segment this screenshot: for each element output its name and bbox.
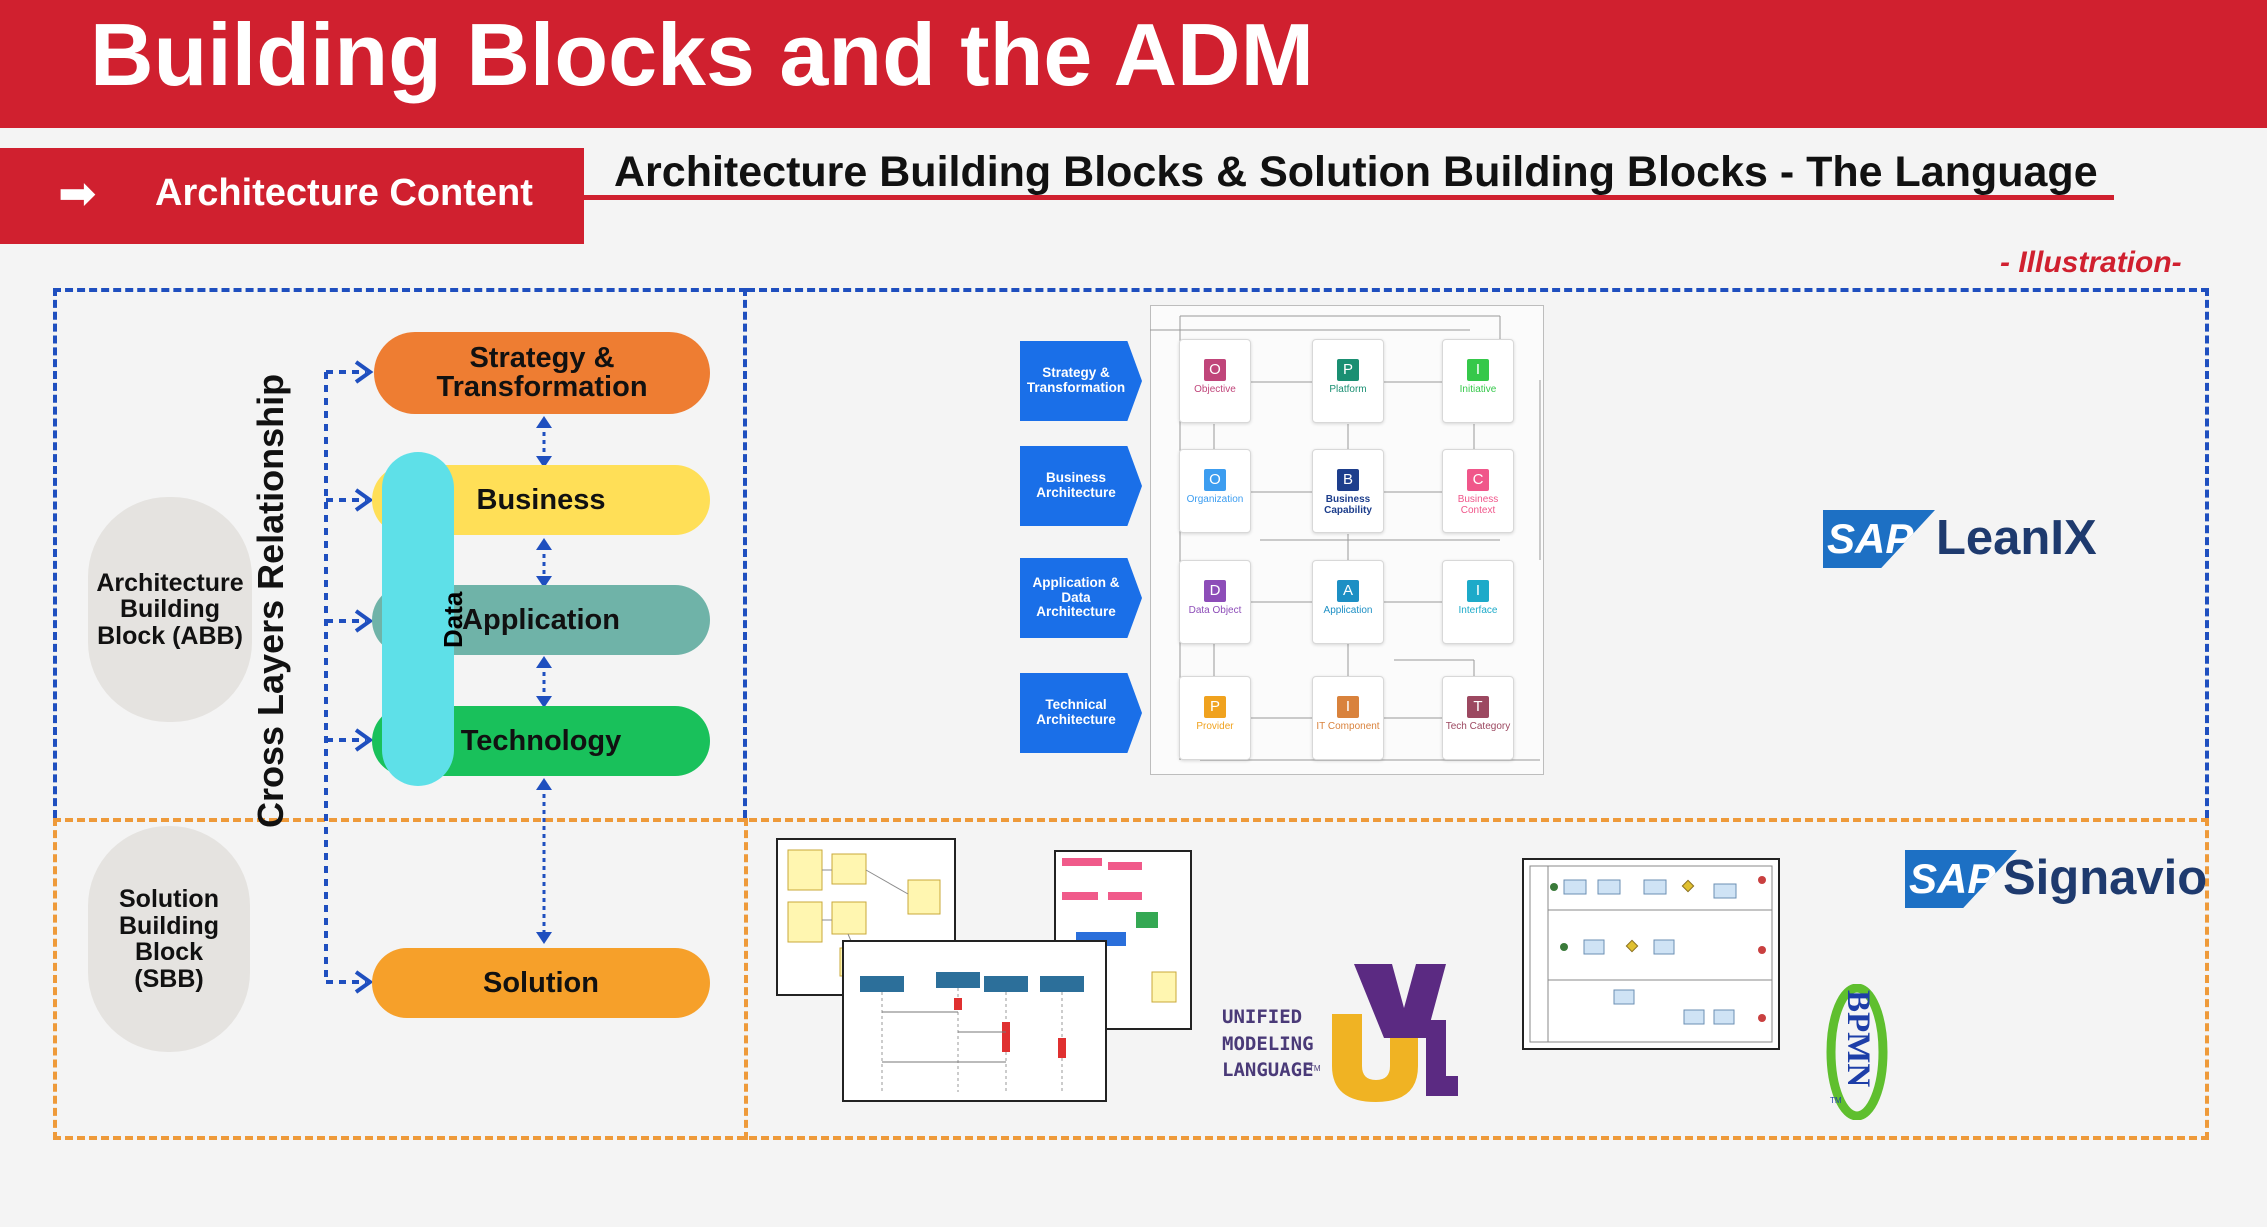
sequence-diagram-graphic: [860, 972, 1084, 1092]
section-tab-label: Architecture Content: [155, 172, 533, 214]
abb-label: Architecture Building Block (ABB): [88, 497, 252, 722]
leanix-row-business: Business Architecture: [1020, 446, 1142, 526]
tech-category-icon: T: [1467, 696, 1489, 718]
leanix-row-application-data: Application & Data Architecture: [1020, 558, 1142, 638]
illustration-label: - Illustration-: [2000, 246, 2182, 279]
uml-logo-words: UNIFIED MODELING LANGUAGE: [1222, 1006, 1314, 1082]
layer-solution: Solution: [372, 948, 710, 1018]
arrow-right-icon: ➡: [58, 167, 97, 219]
it-component-icon: I: [1337, 696, 1359, 718]
leanix-logo-text: LeanIX: [1936, 511, 2097, 565]
layer-strategy: Strategy & Transformation: [374, 332, 710, 414]
leanix-row-technical: Technical Architecture: [1020, 673, 1142, 753]
bpmn-process-graphic: [1529, 865, 1773, 1043]
business-context-icon: C: [1467, 469, 1489, 491]
subtitle: Architecture Building Blocks & Solution …: [614, 148, 2098, 196]
bpmn-process-thumbnail: [1522, 858, 1780, 1050]
leanix-card-business-capability: B Business Capability: [1312, 449, 1384, 533]
organization-icon: O: [1204, 469, 1226, 491]
leanix-card-organization: O Organization: [1179, 449, 1251, 533]
leanix-card-tech-category: T Tech Category: [1442, 676, 1514, 760]
leanix-card-interface: I Interface: [1442, 560, 1514, 644]
section-tab: ➡ Architecture Content: [0, 148, 584, 244]
bpmn-tm: TM: [1830, 1096, 1842, 1105]
abb-right-region: [747, 288, 2209, 818]
data-object-icon: D: [1204, 580, 1226, 602]
leanix-card-application: A Application: [1312, 560, 1384, 644]
sbb-region: [53, 818, 2209, 1140]
uml-tm: TM: [1309, 1064, 1321, 1073]
bpmn-logo-mark: [1826, 984, 1888, 1120]
abb-left-region: [53, 288, 747, 818]
business-capability-icon: B: [1337, 469, 1359, 491]
application-icon: A: [1337, 580, 1359, 602]
leanix-card-data-object: D Data Object: [1179, 560, 1251, 644]
leanix-card-platform: P Platform: [1312, 339, 1384, 423]
sbb-divider: [744, 818, 748, 1140]
uml-logo-mark: [1332, 964, 1458, 1102]
page-title: Building Blocks and the ADM: [90, 5, 1314, 104]
leanix-card-initiative: I Initiative: [1442, 339, 1514, 423]
sbb-label: Solution Building Block (SBB): [88, 826, 250, 1052]
signavio-logo-text: Signavio: [2003, 851, 2208, 905]
leanix-row-strategy: Strategy & Transformation: [1020, 341, 1142, 421]
leanix-card-provider: P Provider: [1179, 676, 1251, 760]
objective-icon: O: [1204, 359, 1226, 381]
data-layer-bar: [382, 452, 454, 786]
uml-sequence-diagram-thumbnail: [842, 940, 1107, 1102]
leanix-card-objective: O Objective: [1179, 339, 1251, 423]
leanix-card-it-component: I IT Component: [1312, 676, 1384, 760]
platform-icon: P: [1337, 359, 1359, 381]
leanix-card-business-context: C Business Context: [1442, 449, 1514, 533]
bpmn-logo-text: BPMN: [1840, 990, 1876, 1088]
provider-icon: P: [1204, 696, 1226, 718]
interface-icon: I: [1467, 580, 1489, 602]
title-bar: [0, 0, 2267, 128]
initiative-icon: I: [1467, 359, 1489, 381]
subtitle-rule: [584, 195, 2114, 200]
